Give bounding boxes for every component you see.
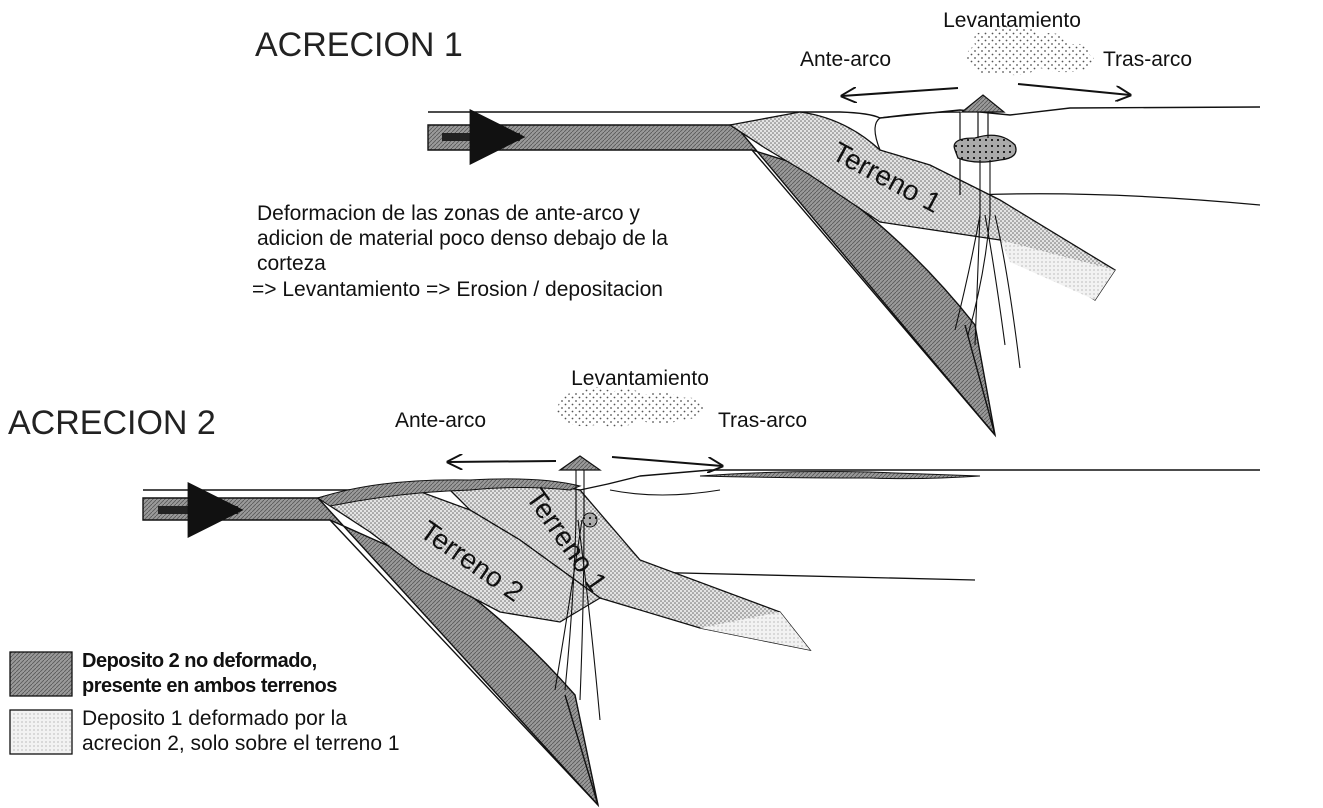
deposit-2-layer xyxy=(316,478,582,507)
terrain-1-wedge xyxy=(728,111,1116,301)
legend-swatch-deposit-2 xyxy=(9,651,73,697)
panel1-caption-line-2: adicion de material poco denso debajo de… xyxy=(257,227,668,250)
legend-item-1-line-1: Deposito 2 no deformado, xyxy=(82,650,317,672)
forearc-arrow-2 xyxy=(448,461,557,462)
moho-line-2 xyxy=(639,571,976,581)
panel1-uplift-label: Levantamiento xyxy=(943,9,1081,32)
uplift-cloud-2 xyxy=(556,387,705,428)
panel2-forearc-label: Ante-arco xyxy=(395,409,486,432)
panel1-backarc-label: Tras-arco xyxy=(1103,48,1192,71)
panel1-caption-line-1: Deformacion de las zonas de ante-arco y xyxy=(257,202,640,225)
legend: Deposito 2 no deformado, presente en amb… xyxy=(9,650,400,755)
volcano xyxy=(960,94,1006,113)
legend-item-2-line-1: Deposito 1 deformado por la xyxy=(82,707,347,730)
magma-chamber-2 xyxy=(582,512,598,528)
panel2-uplift-label: Levantamiento xyxy=(571,367,709,390)
backarc-arrow xyxy=(1017,83,1130,95)
legend-item-1-line-2: presente en ambos terrenos xyxy=(82,675,337,697)
uplift-cloud xyxy=(966,25,1094,76)
forearc-arrow xyxy=(842,87,959,96)
legend-swatch-deposit-1 xyxy=(9,709,73,755)
panel1-title: ACRECION 1 xyxy=(255,26,463,64)
magma-chamber xyxy=(953,134,1017,163)
volcano-2 xyxy=(558,455,602,471)
surface-line-2 xyxy=(143,469,1260,491)
backarc-arrow-2 xyxy=(611,456,722,466)
panel1-caption-line-4: => Levantamiento => Erosion / depositaci… xyxy=(252,278,663,301)
panel-acrecion-1: ACRECION 1 Levantamiento Ante-arco Tras-… xyxy=(252,9,1261,438)
backarc-deposit xyxy=(699,471,981,480)
moho-line xyxy=(974,193,1261,206)
surface-line xyxy=(428,106,1261,119)
panel2-backarc-label: Tras-arco xyxy=(718,409,807,432)
magma-conduits xyxy=(954,160,1021,369)
panel1-caption-line-3: corteza xyxy=(257,252,326,275)
panel1-forearc-label: Ante-arco xyxy=(800,48,891,71)
panel-acrecion-2: ACRECION 2 Levantamiento Ante-arco Tras-… xyxy=(8,367,1260,808)
panel2-title: ACRECION 2 xyxy=(8,404,216,442)
legend-item-2-line-2: acrecion 2, solo sobre el terreno 1 xyxy=(82,732,400,755)
magma-conduits-2 xyxy=(554,470,601,721)
